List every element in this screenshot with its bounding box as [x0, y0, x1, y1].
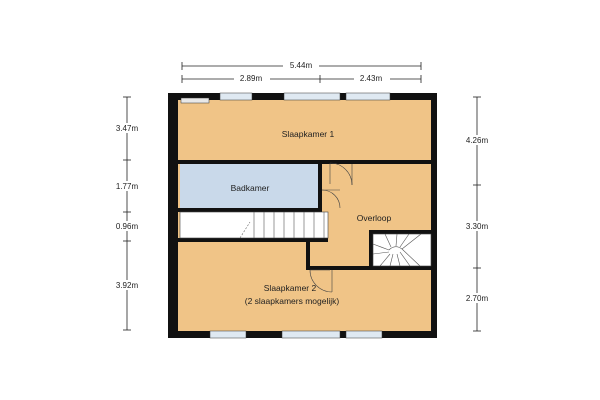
door-slaapkamer-1	[329, 162, 353, 186]
vent	[180, 97, 210, 104]
room-label-slaapkamer-2: Slaapkamer 2	[264, 283, 317, 293]
door-slaapkamer-2	[309, 269, 333, 293]
dim-right-1: 4.26m	[466, 136, 489, 145]
dimension-top: 5.44m 2.89m 2.43m	[181, 60, 422, 83]
dim-left-4: 3.92m	[116, 281, 139, 290]
wall-landing-bottom	[306, 266, 431, 270]
room-label-overloop: Overloop	[357, 213, 392, 223]
window-bottom-1	[209, 330, 247, 339]
window-top-3	[345, 92, 391, 101]
door-badkamer	[321, 189, 341, 209]
window-bottom-2	[281, 330, 341, 339]
window-bottom-3	[345, 330, 383, 339]
wall-stair-right-top	[369, 230, 431, 234]
staircase-straight	[179, 211, 329, 239]
wall-stairwell-bottom	[178, 238, 328, 242]
room-label-badkamer: Badkamer	[231, 183, 270, 193]
dim-left-1: 3.47m	[116, 124, 139, 133]
staircase-winding	[372, 233, 432, 267]
dimension-left: 3.47m 1.77m 0.96m 3.92m	[108, 96, 146, 331]
dimension-right: 4.26m 3.30m 2.70m	[458, 96, 496, 332]
bathroom-floor	[180, 164, 318, 208]
wall-horizontal-upper	[178, 160, 431, 164]
dim-right-3: 2.70m	[466, 294, 489, 303]
dim-left-3: 0.96m	[116, 222, 139, 231]
wall-landing-left	[306, 242, 310, 270]
wall-bathroom-bottom	[178, 208, 322, 212]
window-top-2	[283, 92, 341, 101]
room-label-slaapkamer-2-note: (2 slaapkamers mogelijk)	[245, 296, 340, 306]
dim-right-2: 3.30m	[466, 222, 489, 231]
windows	[209, 92, 391, 339]
dim-top-left: 2.89m	[240, 74, 263, 83]
dim-top-total: 5.44m	[290, 61, 313, 70]
room-label-slaapkamer-1: Slaapkamer 1	[282, 129, 335, 139]
wall-bathroom-right	[318, 160, 322, 212]
window-top-1	[219, 92, 253, 101]
dim-top-right: 2.43m	[360, 74, 383, 83]
dim-left-2: 1.77m	[116, 182, 139, 191]
wall-stair-right-left	[369, 230, 373, 270]
